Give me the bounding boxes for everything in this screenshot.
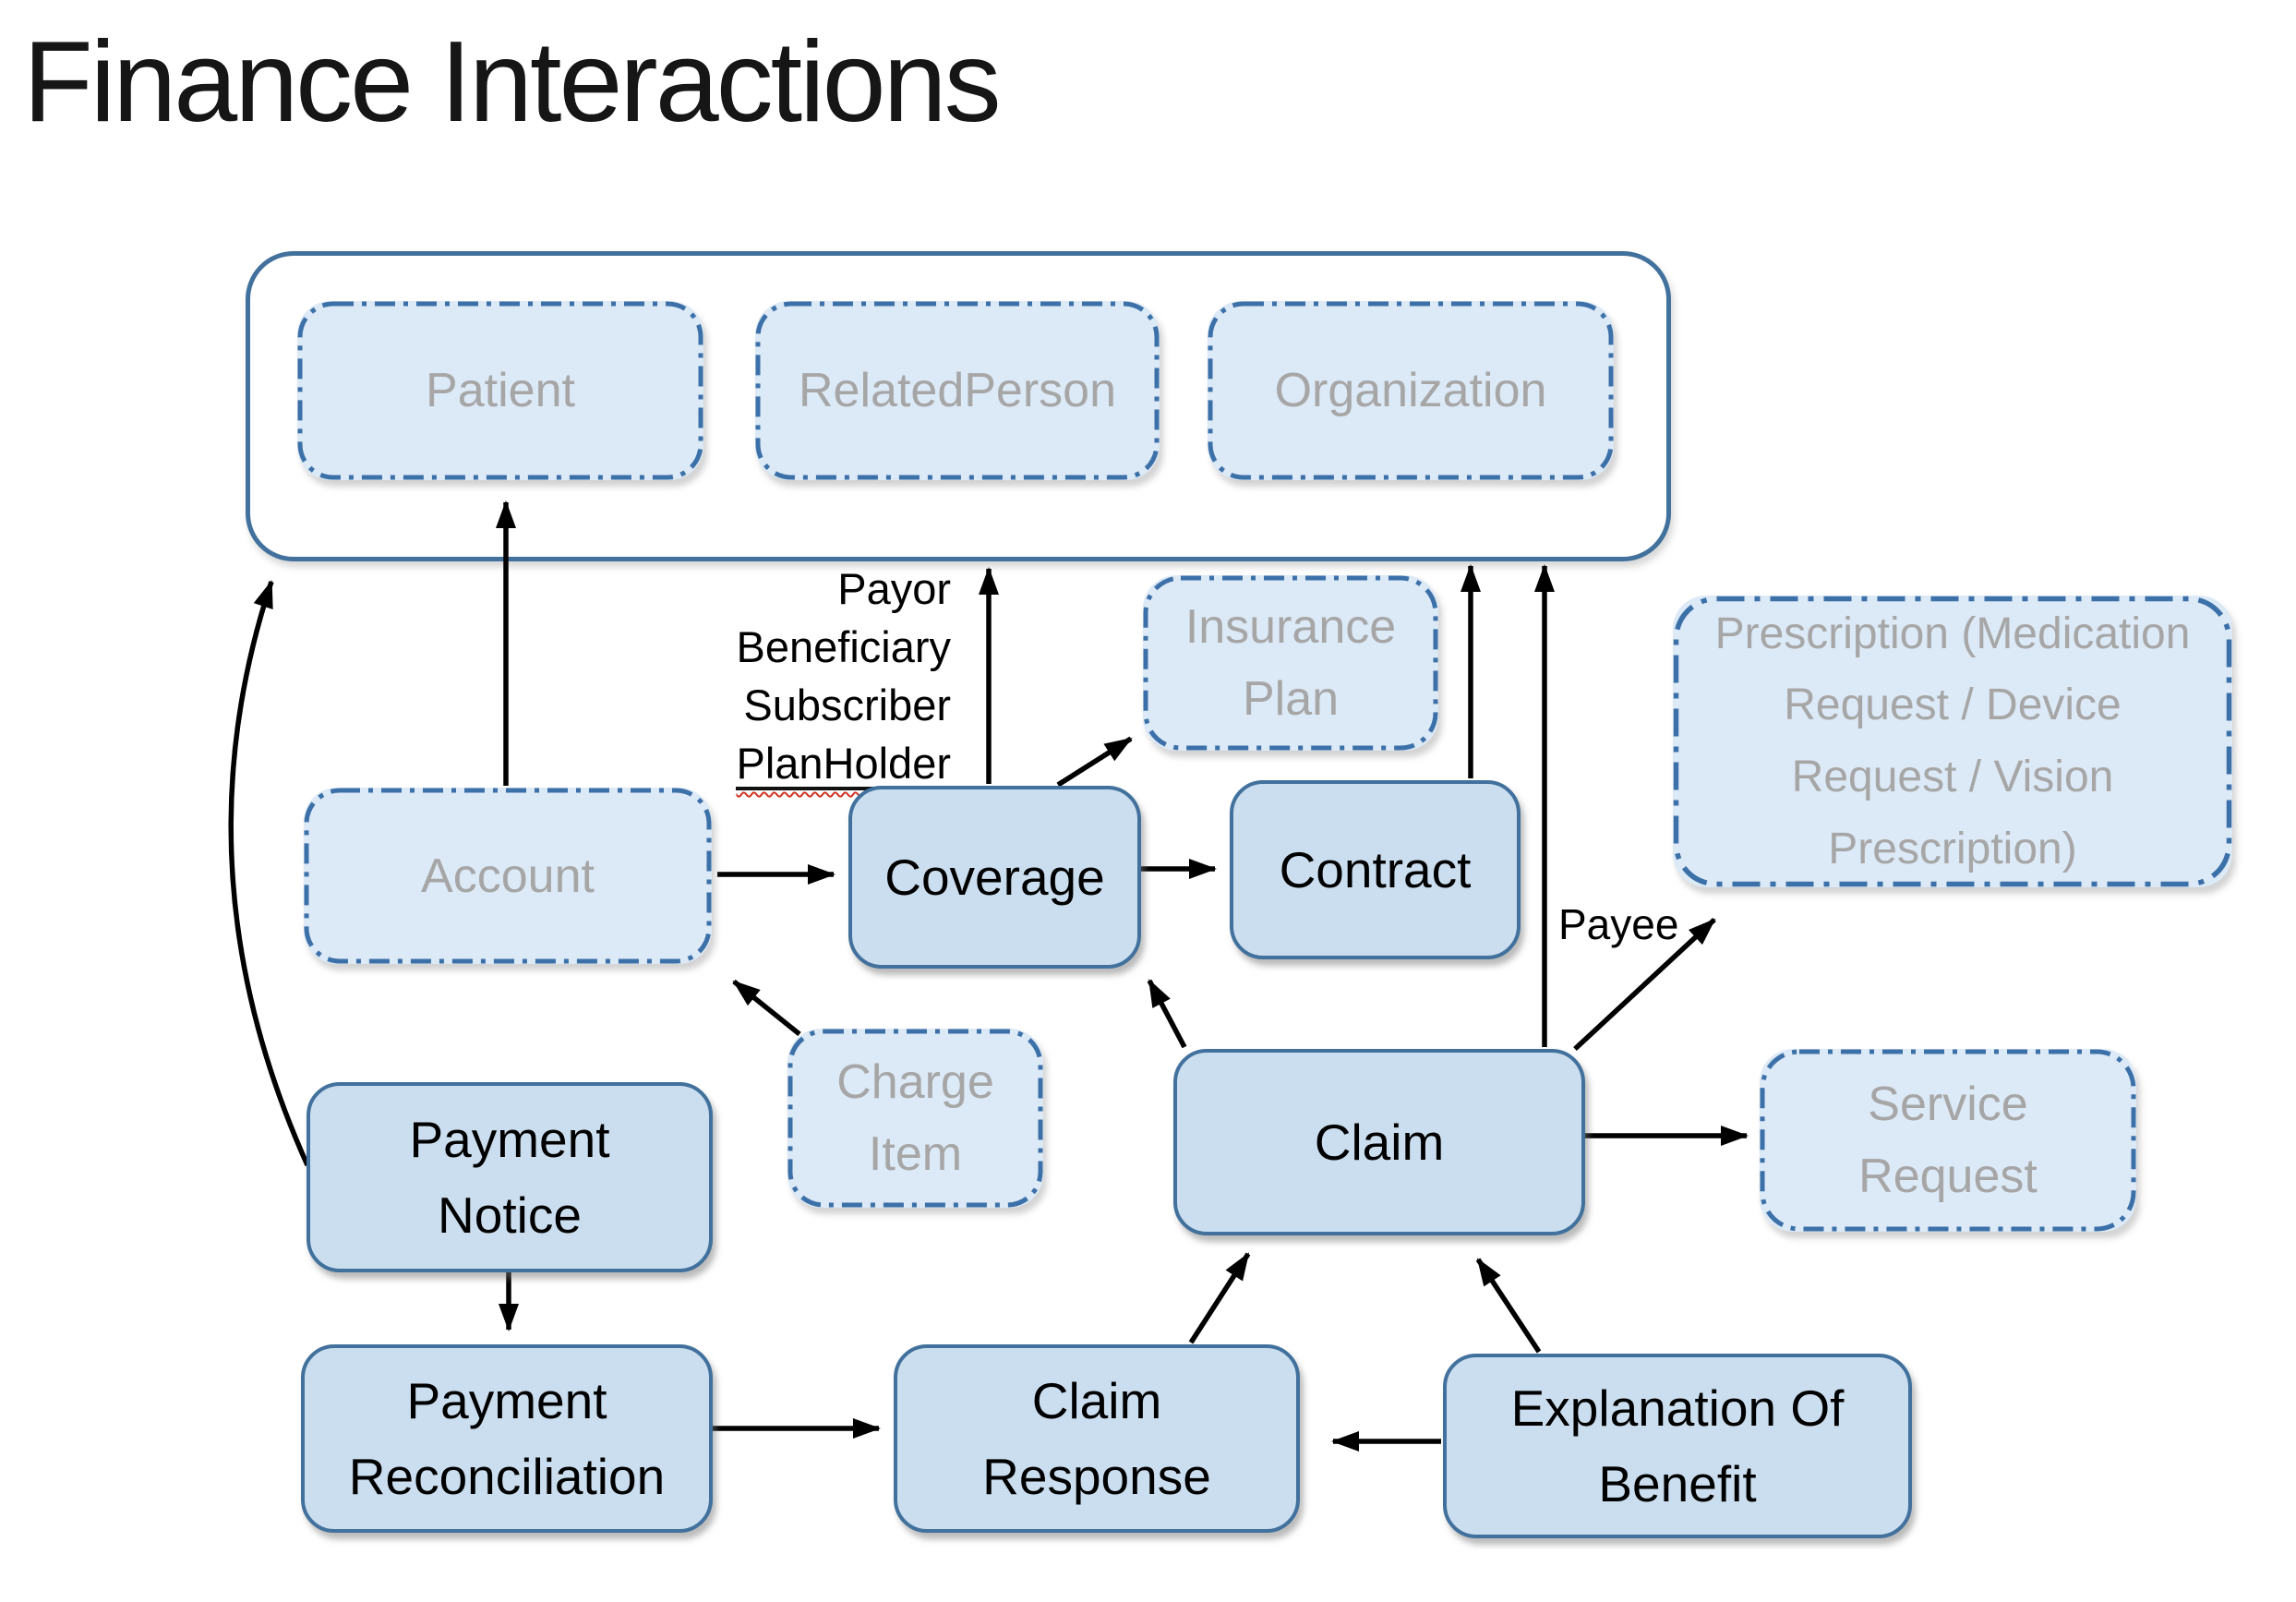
box-explanation-of-benefit: Explanation Of Benefit	[1443, 1354, 1912, 1538]
role-planholder: PlanHolder	[736, 741, 951, 791]
box-label: Patient	[426, 364, 575, 417]
box-label: Account	[421, 849, 595, 903]
box-label: Coverage	[884, 848, 1105, 906]
arrow-claim-payee	[1573, 917, 1716, 1052]
box-contract: Contract	[1230, 780, 1521, 959]
box-coverage: Coverage	[848, 786, 1141, 969]
box-insurance-plan: Insurance Plan	[1143, 575, 1438, 751]
box-service-request: Service Request	[1760, 1049, 2136, 1232]
payee-label: Payee	[1558, 900, 1679, 948]
box-charge-item: Charge Item	[787, 1029, 1043, 1208]
arrow-charge-item-to-account	[732, 979, 801, 1037]
box-organization: Organization	[1208, 301, 1614, 480]
box-label: Explanation Of Benefit	[1510, 1379, 1845, 1513]
box-related-person: RelatedPerson	[755, 301, 1160, 480]
box-label: Insurance Plan	[1184, 600, 1397, 726]
box-label: RelatedPerson	[799, 364, 1116, 417]
box-patient: Patient	[297, 301, 703, 480]
box-label: Payment Notice	[409, 1110, 610, 1245]
role-beneficiary: Beneficiary	[736, 622, 952, 671]
role-subscriber: Subscriber	[743, 681, 951, 729]
box-claim: Claim	[1173, 1049, 1585, 1235]
box-label: Payment Reconciliation	[348, 1371, 666, 1506]
box-prescription: Prescription (Medication Request / Devic…	[1673, 596, 2232, 887]
box-payment-notice: Payment Notice	[307, 1082, 713, 1272]
box-label: Claim	[1314, 1113, 1445, 1171]
arrow-claim-to-coverage	[1147, 979, 1187, 1049]
box-label: Claim Response	[982, 1371, 1211, 1506]
box-label: Contract	[1279, 840, 1472, 898]
box-label: Prescription (Medication Request / Devic…	[1714, 608, 2191, 873]
box-label: Service Request	[1858, 1078, 2038, 1203]
page-title: Finance Interactions	[23, 18, 1002, 146]
arrow-coverage-to-insurance-plan	[1056, 736, 1133, 788]
role-payor: Payor	[837, 564, 951, 613]
box-label: Organization	[1274, 364, 1547, 417]
coverage-role-labels: Payor Beneficiary Subscriber PlanHolder	[702, 560, 951, 792]
arrow-payment-notice-to-party-group-curve	[228, 580, 310, 1167]
box-account: Account	[304, 788, 712, 964]
box-label: Charge Item	[836, 1055, 994, 1181]
box-claim-response: Claim Response	[894, 1344, 1300, 1533]
arrow-eob-to-claim	[1475, 1258, 1542, 1354]
arrow-claim-response-to-claim	[1188, 1252, 1251, 1344]
box-payment-reconciliation: Payment Reconciliation	[301, 1344, 713, 1533]
